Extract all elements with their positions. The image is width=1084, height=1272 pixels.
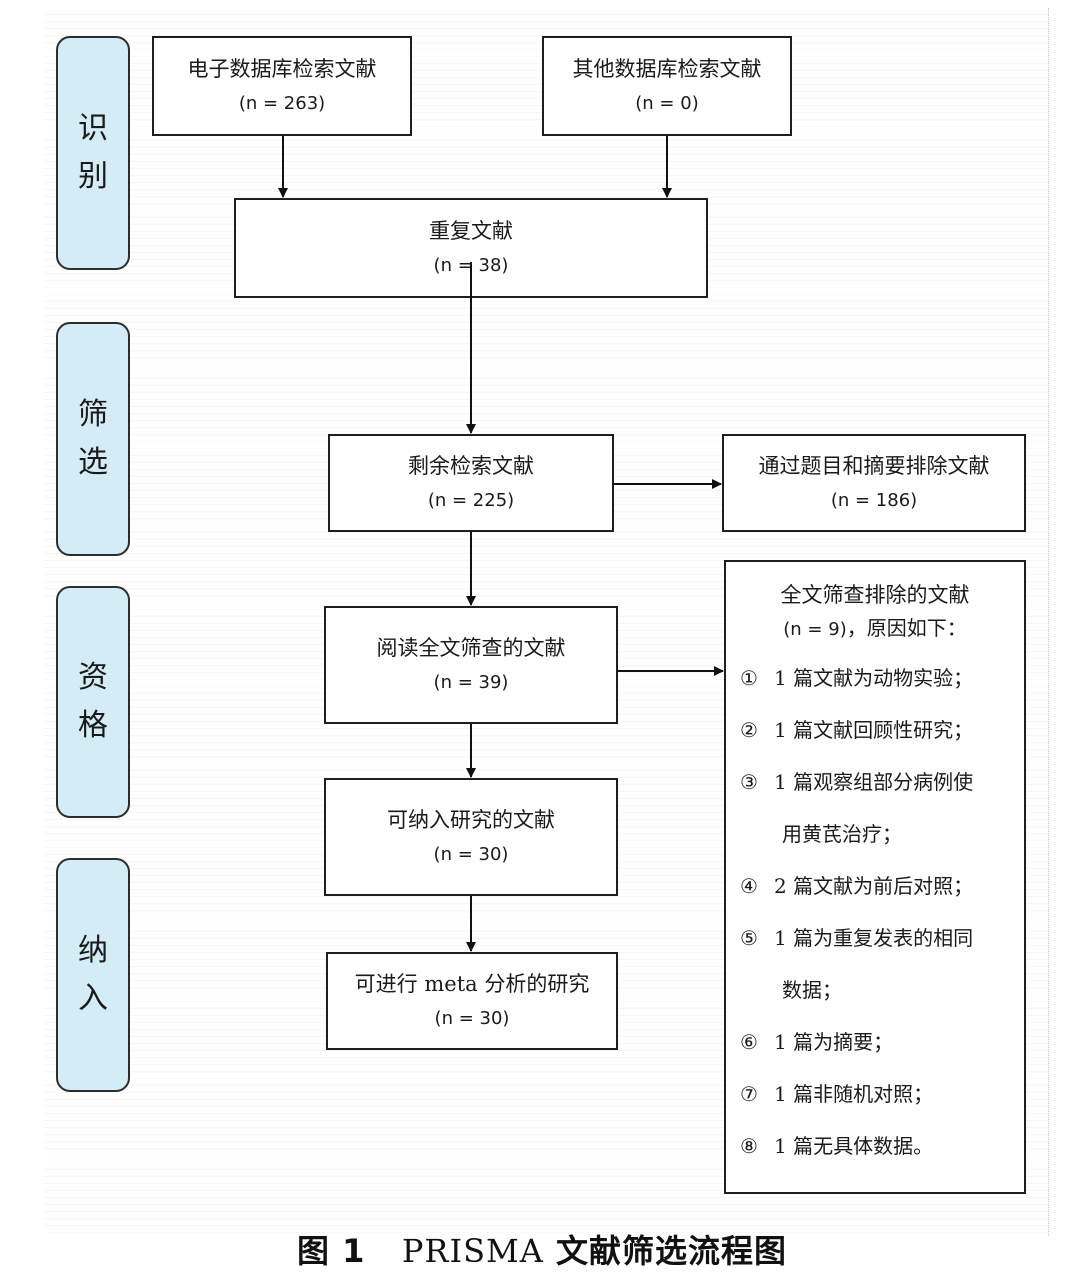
box-excluded-fulltext-count: (n = 9) [783,619,847,640]
exclusion-reason: ⑧ 1 篇无具体数据。 [740,1120,1024,1172]
box-meta-analysis-label: 可进行 meta 分析的研究 [354,972,590,996]
box-electronic-databases-label: 电子数据库检索文献 [187,57,377,81]
exclusion-reasons-list: ① 1 篇文献为动物实验； ② 1 篇文献回顾性研究； ③ 1 篇观察组部分病例使用黄… [726,652,1024,1172]
exclusion-reason: ⑥ 1 篇为摘要； [740,1016,1024,1068]
caption-method-name: PRISMA [401,1232,544,1270]
exclusion-reason: ④ 2 篇文献为前后对照； [740,860,1024,912]
exclusion-reason: ③ 1 篇观察组部分病例使用黄芪治疗； [740,756,1024,860]
box-duplicates: 重复文献 (n = 38) [234,198,708,298]
box-remaining-records-count: (n = 225) [427,490,515,511]
reason-text-continued: 用黄芪治疗； [782,822,902,846]
box-other-databases: 其他数据库检索文献 (n = 0) [542,36,792,136]
stage-eligibility-label: 资格 [78,660,108,743]
caption-figure-number: 图 1 [296,1232,366,1270]
reason-text: 2 篇文献为前后对照； [774,874,974,898]
box-other-databases-count: (n = 0) [635,93,699,114]
reason-text: 1 篇为摘要； [774,1030,894,1054]
box-electronic-databases-count: (n = 263) [238,93,326,114]
box-excluded-title-abstract: 通过题目和摘要排除文献 (n = 186) [722,434,1026,532]
stage-identification: 识别 [56,36,130,270]
reason-marker: ③ [740,770,758,794]
reason-marker: ⑥ [740,1030,758,1054]
box-excluded-fulltext-count-line: (n = 9)，原因如下： [726,614,1024,644]
stage-screening-label: 筛选 [78,397,108,480]
stage-eligibility: 资格 [56,586,130,818]
stage-screening: 筛选 [56,322,130,556]
reason-text: 1 篇为重复发表的相同 [774,926,974,950]
box-includable-studies-count: (n = 30) [433,844,509,865]
exclusion-reason: ⑤ 1 篇为重复发表的相同数据； [740,912,1024,1016]
reason-text: 1 篇文献回顾性研究； [774,718,974,742]
reason-text: 1 篇无具体数据。 [774,1134,934,1158]
exclusion-reason: ② 1 篇文献回顾性研究； [740,704,1024,756]
reason-marker: ⑧ [740,1134,758,1158]
box-excluded-fulltext-count-suffix: ，原因如下： [846,616,967,640]
stage-included: 纳入 [56,858,130,1092]
exclusion-reason: ⑦ 1 篇非随机对照； [740,1068,1024,1120]
reason-marker: ① [740,666,758,690]
box-remaining-records-label: 剩余检索文献 [408,454,534,478]
box-other-databases-label: 其他数据库检索文献 [572,57,762,81]
reason-text: 1 篇观察组部分病例使 [774,770,974,794]
reason-text-continued: 数据； [782,978,842,1002]
box-excluded-title-abstract-label: 通过题目和摘要排除文献 [758,454,990,478]
box-excluded-fulltext-label: 全文筛查排除的文献 [780,583,970,607]
box-includable-studies-label: 可纳入研究的文献 [387,808,555,832]
box-meta-analysis-count: (n = 30) [434,1008,510,1029]
reason-marker: ② [740,718,758,742]
box-includable-studies: 可纳入研究的文献 (n = 30) [324,778,618,896]
reason-marker: ⑤ [740,926,758,950]
stage-included-label: 纳入 [78,933,108,1016]
reason-text: 1 篇非随机对照； [774,1082,934,1106]
box-electronic-databases: 电子数据库检索文献 (n = 263) [152,36,412,136]
caption-title: 文献筛选流程图 [556,1232,788,1270]
reason-text: 1 篇文献为动物实验； [774,666,974,690]
box-excluded-fulltext: 全文筛查排除的文献 (n = 9)，原因如下： ① 1 篇文献为动物实验； ② 1 … [724,560,1026,1194]
figure-caption: 图 1 PRISMA 文献筛选流程图 [0,1230,1084,1272]
box-fulltext-screened-count: (n = 39) [433,672,509,693]
reason-marker: ⑦ [740,1082,758,1106]
box-remaining-records: 剩余检索文献 (n = 225) [328,434,614,532]
box-excluded-title-abstract-count: (n = 186) [830,490,918,511]
reason-marker: ④ [740,874,758,898]
exclusion-reason: ① 1 篇文献为动物实验； [740,652,1024,704]
box-fulltext-screened-label: 阅读全文筛查的文献 [376,636,566,660]
box-duplicates-label: 重复文献 [429,219,513,243]
stage-identification-label: 识别 [78,111,108,194]
box-fulltext-screened: 阅读全文筛查的文献 (n = 39) [324,606,618,724]
box-meta-analysis: 可进行 meta 分析的研究 (n = 30) [326,952,618,1050]
